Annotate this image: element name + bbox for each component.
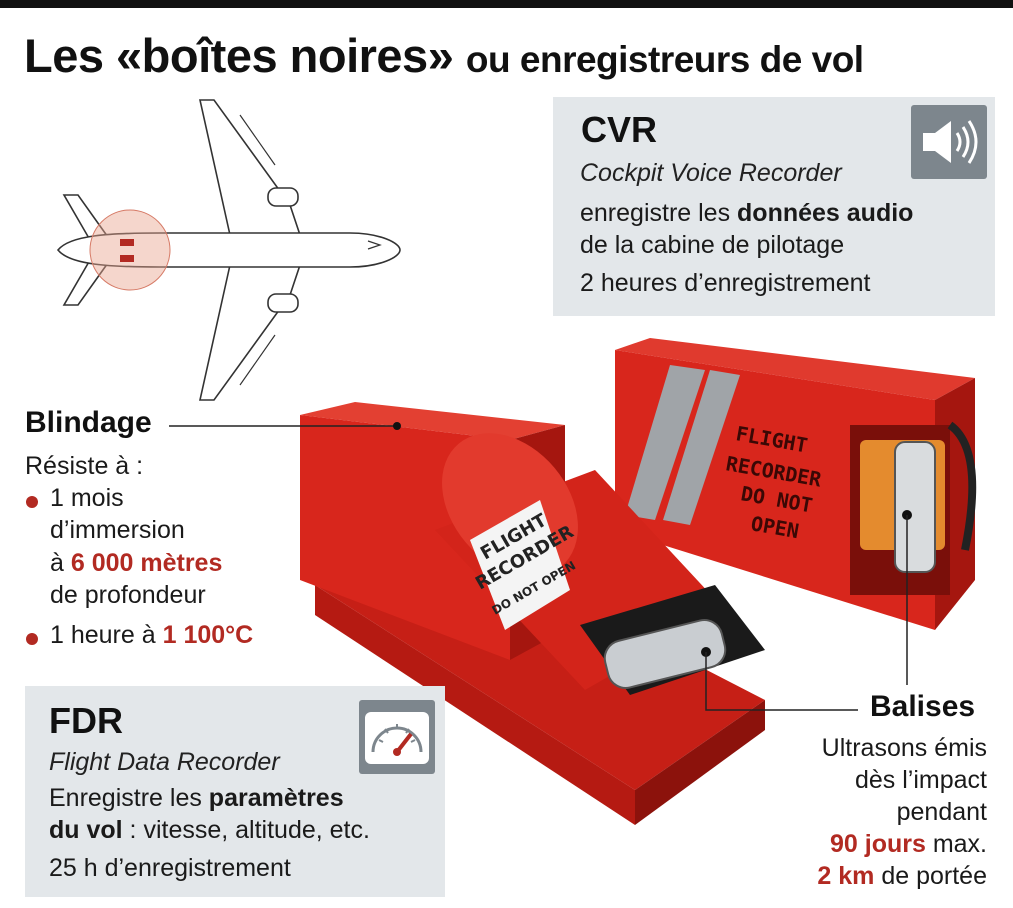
fdr-panel: FDR Flight Data Recorder Enregistre les …: [25, 686, 445, 897]
fdr-box: FLIGHT RECORDER DO NOT OPEN: [300, 402, 765, 825]
page-title: Les «boîtes noires» ou enregistreurs de …: [24, 28, 864, 83]
cvr-subtitle: Cockpit Voice Recorder: [580, 159, 842, 187]
top-bar: [0, 0, 1013, 8]
blindage-b2: 1 heure à 1 100°C: [50, 621, 254, 649]
title-rest: ou enregistreurs de vol: [465, 39, 864, 80]
fdr-subtitle: Flight Data Recorder: [49, 748, 280, 776]
cvr-line3: 2 heures d’enregistrement: [580, 269, 871, 297]
bullet-1: [26, 496, 38, 508]
title-main: Les «boîtes noires»: [24, 29, 454, 82]
cvr-box: FLIGHT RECORDER DO NOT OPEN: [615, 338, 977, 630]
cvr-line2: de la cabine de pilotage: [580, 231, 845, 259]
blindage-b1-l2: d’immersion: [50, 516, 185, 544]
cvr-panel: CVR Cockpit Voice Recorder enregistre le…: [553, 97, 995, 316]
blindage-heading: Blindage: [25, 406, 152, 439]
cvr-heading: CVR: [581, 109, 658, 150]
balises-l2: dès l’impact: [855, 766, 987, 794]
fdr-line3: 25 h d’enregistrement: [49, 854, 291, 882]
blindage-intro: Résiste à :: [25, 452, 144, 480]
speaker-icon: [911, 105, 987, 179]
gauge-icon: [359, 700, 435, 774]
blindage-b1-l1: 1 mois: [50, 484, 124, 512]
fdr-line2: du vol : vitesse, altitude, etc.: [49, 816, 370, 844]
balises-l1: Ultrasons émis: [821, 734, 987, 762]
cvr-line1: enregistre les données audio: [580, 199, 914, 227]
bullet-2: [26, 633, 38, 645]
blindage-b1-l3: à 6 000 mètres: [50, 549, 223, 577]
blindage-b1-l4: de profondeur: [50, 581, 206, 609]
balises-l4: 90 jours max.: [830, 830, 987, 858]
fdr-line1: Enregistre les paramètres: [49, 784, 344, 812]
balises-l5: 2 km de portée: [817, 862, 987, 890]
recorders-illustration: FLIGHT RECORDER DO NOT OPEN FLIGHT RECOR…: [300, 338, 977, 825]
blindage-leader-line: [169, 422, 401, 430]
fdr-heading: FDR: [49, 700, 123, 741]
balises-heading: Balises: [870, 690, 976, 723]
balises-leader-lines: [701, 510, 912, 711]
airplane-illustration: [56, 99, 401, 401]
balises-l3: pendant: [896, 798, 987, 826]
